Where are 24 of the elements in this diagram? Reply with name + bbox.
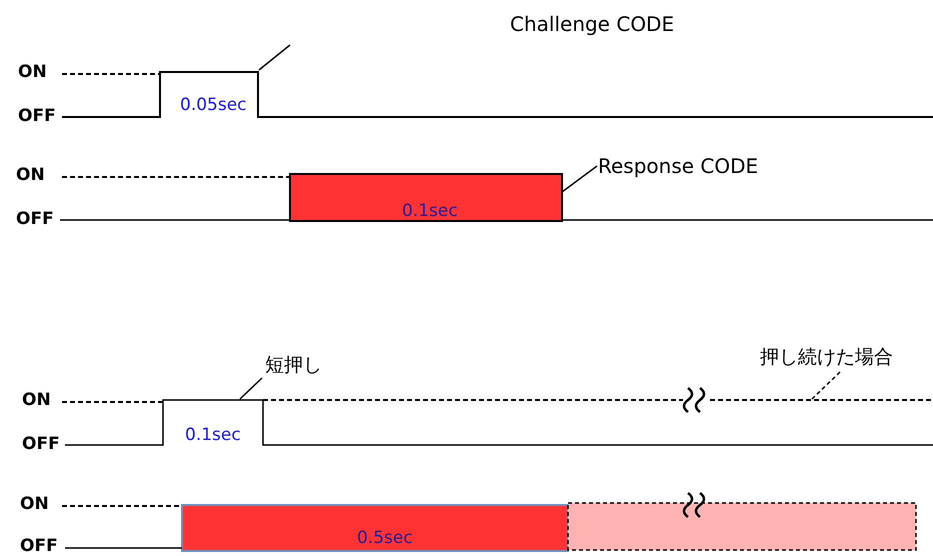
level-label: OFF [18, 108, 56, 125]
duration-label: 0.1sec [185, 427, 241, 444]
response-waveform [62, 504, 569, 552]
signal-title: Challenge CODE [510, 14, 674, 34]
leader-line [239, 377, 263, 400]
level-label: ON [20, 496, 49, 513]
level-label: ON [22, 392, 51, 409]
duration-label: 0.5sec [357, 530, 413, 547]
callout-label: 押し続けた場合 [760, 348, 893, 367]
callout-label: Response CODE [598, 156, 758, 176]
level-label: OFF [22, 436, 60, 453]
level-label: ON [16, 167, 45, 184]
leader-line [562, 165, 598, 193]
challenge-waveform [62, 71, 933, 118]
leader-line [258, 44, 290, 71]
callout-label: 短押し [265, 356, 322, 375]
level-label: OFF [20, 538, 58, 555]
level-label: ON [18, 64, 47, 81]
extended-pulse-block [567, 492, 917, 551]
duration-label: 0.05sec [180, 97, 247, 114]
duration-label: 0.1sec [402, 203, 458, 220]
button-waveform [62, 386, 933, 446]
leader-line [811, 371, 841, 400]
level-label: OFF [16, 211, 54, 228]
